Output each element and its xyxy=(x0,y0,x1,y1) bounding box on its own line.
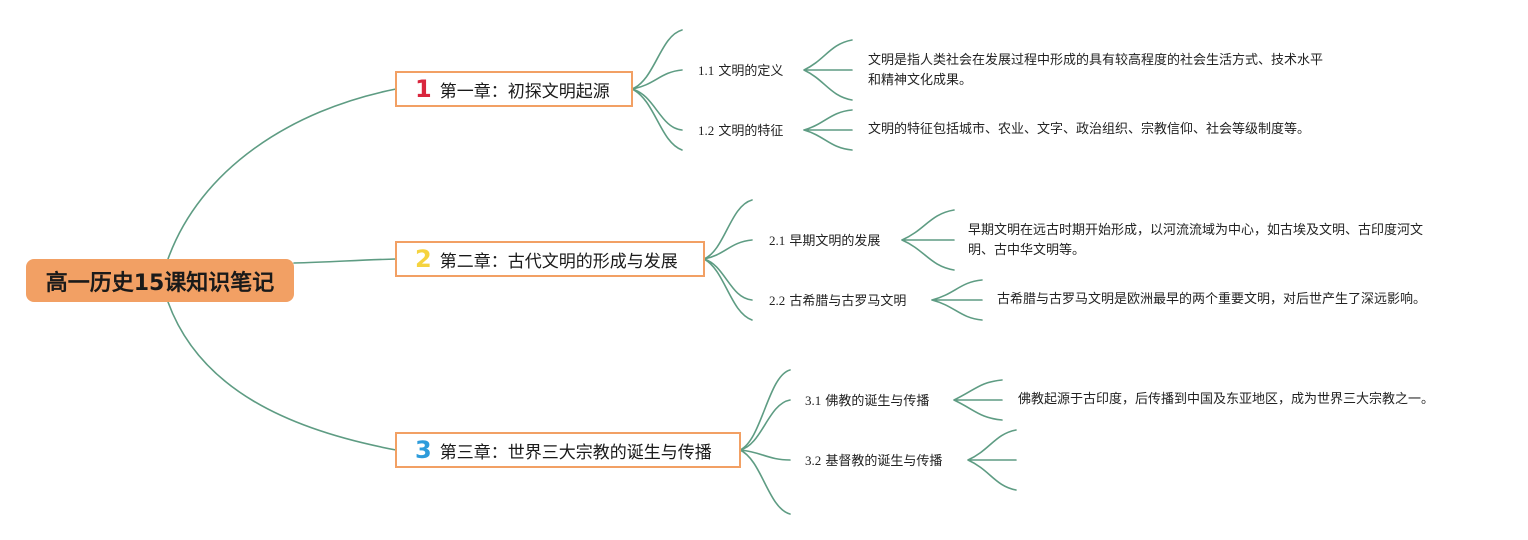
connector-root-ch1 xyxy=(167,88,397,260)
detail-1-1-line-2: 和精神文化成果。 xyxy=(868,73,973,88)
chapter-2-title: 第二章：古代文明的形成与发展 xyxy=(439,251,678,272)
topic-3-2-title: 基督教的诞生与传播 xyxy=(825,454,943,469)
detail-1-1-line-1: 文明是指人类社会在发展过程中形成的具有较高程度的社会生活方式、技术水平 xyxy=(868,53,1324,68)
topic-2-2-title: 古希腊与古罗马文明 xyxy=(789,294,907,309)
detail-2-1: 早期文明在远古时期开始形成，以河流流域为中心，如古埃及文明、古印度河文 明、古中… xyxy=(968,221,1423,261)
connector-2-2-detail xyxy=(931,279,983,321)
topic-1-2-code: 1.2 xyxy=(698,123,715,138)
topic-3-2[interactable]: 3.2 基督教的诞生与传播 xyxy=(805,452,942,471)
detail-2-2-line-1: 古希腊与古罗马文明是欧洲最早的两个重要文明，对后世产生了深远影响。 xyxy=(997,292,1427,307)
chapter-2-node[interactable]: 2 第二章：古代文明的形成与发展 xyxy=(395,241,705,277)
topic-1-2-title: 文明的特征 xyxy=(718,124,784,139)
chapter-1-title: 第一章：初探文明起源 xyxy=(439,81,610,102)
detail-3-1-line-1: 佛教起源于古印度，后传播到中国及东亚地区，成为世界三大宗教之一。 xyxy=(1018,392,1435,407)
topic-1-1-title: 文明的定义 xyxy=(718,64,784,79)
connector-root-ch3 xyxy=(167,301,397,451)
connector-ch3-fan xyxy=(739,369,791,515)
connector-3-2-detail xyxy=(967,429,1017,491)
topic-3-1-code: 3.1 xyxy=(805,393,822,408)
topic-3-1-title: 佛教的诞生与传播 xyxy=(825,394,930,409)
detail-1-2-line-1: 文明的特征包括城市、农业、文字、政治组织、宗教信仰、社会等级制度等。 xyxy=(868,122,1311,137)
detail-1-1: 文明是指人类社会在发展过程中形成的具有较高程度的社会生活方式、技术水平 和精神文… xyxy=(868,51,1323,91)
topic-3-2-code: 3.2 xyxy=(805,453,822,468)
topic-3-1[interactable]: 3.1 佛教的诞生与传播 xyxy=(805,392,929,411)
topic-2-1[interactable]: 2.1 早期文明的发展 xyxy=(769,232,880,251)
detail-3-1: 佛教起源于古印度，后传播到中国及东亚地区，成为世界三大宗教之一。 xyxy=(1018,390,1434,410)
chapter-3-node[interactable]: 3 第三章：世界三大宗教的诞生与传播 xyxy=(395,432,741,468)
number-1-icon: 1 xyxy=(415,75,432,103)
topic-2-1-code: 2.1 xyxy=(769,233,786,248)
root-topic[interactable]: 高一历史15课知识笔记 xyxy=(26,259,294,302)
root-title: 高一历史15课知识笔记 xyxy=(45,270,275,296)
topic-1-1[interactable]: 1.1 文明的定义 xyxy=(698,62,783,81)
connector-ch1-fan xyxy=(631,29,683,151)
number-3-icon: 3 xyxy=(415,436,432,464)
connector-1-2-detail xyxy=(803,109,853,151)
detail-2-1-line-2: 明、古中华文明等。 xyxy=(968,243,1086,258)
detail-1-2: 文明的特征包括城市、农业、文字、政治组织、宗教信仰、社会等级制度等。 xyxy=(868,120,1310,140)
topic-2-2[interactable]: 2.2 古希腊与古罗马文明 xyxy=(769,292,906,311)
topic-1-2[interactable]: 1.2 文明的特征 xyxy=(698,122,783,141)
detail-2-1-line-1: 早期文明在远古时期开始形成，以河流流域为中心，如古埃及文明、古印度河文 xyxy=(968,223,1424,238)
number-2-icon: 2 xyxy=(415,245,432,273)
topic-2-1-title: 早期文明的发展 xyxy=(789,234,881,249)
topic-2-2-code: 2.2 xyxy=(769,293,786,308)
connector-1-1-detail xyxy=(803,39,853,101)
connector-3-1-detail xyxy=(953,379,1003,421)
connector-root-ch2 xyxy=(293,258,397,264)
topic-1-1-code: 1.1 xyxy=(698,63,715,78)
connector-ch2-fan xyxy=(703,199,753,321)
chapter-3-title: 第三章：世界三大宗教的诞生与传播 xyxy=(439,442,712,463)
connector-2-1-detail xyxy=(901,209,955,271)
chapter-1-node[interactable]: 1 第一章：初探文明起源 xyxy=(395,71,633,107)
detail-2-2: 古希腊与古罗马文明是欧洲最早的两个重要文明，对后世产生了深远影响。 xyxy=(997,290,1426,310)
